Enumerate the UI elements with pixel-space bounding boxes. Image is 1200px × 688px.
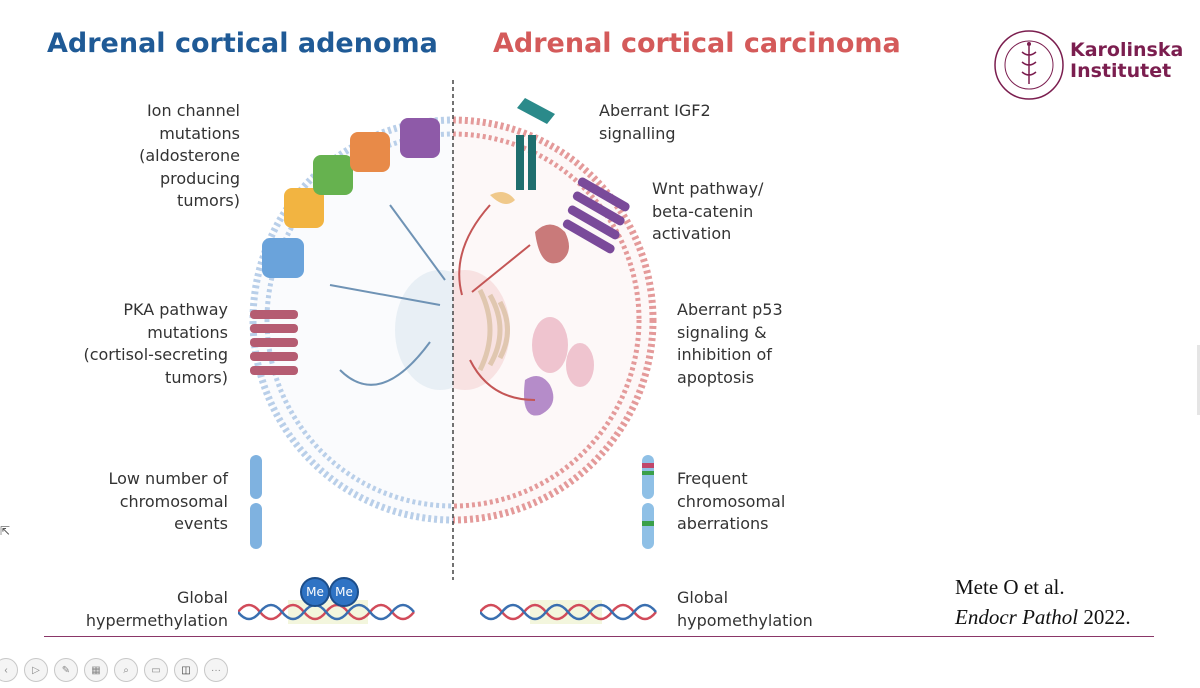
zoom-icon[interactable]: ⌕ <box>114 658 138 682</box>
label-wnt: Wnt pathway/ beta-catenin activation <box>652 179 764 243</box>
methyl-badge: Me <box>329 577 359 607</box>
pen-icon[interactable]: ✎ <box>54 658 78 682</box>
citation: Mete O et al. Endocr Pathol 2022. <box>955 575 1131 629</box>
scrollbar[interactable] <box>1197 345 1200 415</box>
pka-receptor-icon <box>250 310 298 375</box>
camera-icon[interactable]: ◫ <box>174 658 198 682</box>
ion-channel-icons <box>262 118 440 278</box>
more-options-icon[interactable]: ··· <box>204 658 228 682</box>
karolinska-logo: Karolinska Institutet <box>1070 39 1184 82</box>
dna-helix-right-icon <box>480 600 657 624</box>
label-p53: Aberrant p53 signaling & inhibition of a… <box>677 300 783 387</box>
cell-diagram <box>249 80 657 580</box>
label-igf2: Aberrant IGF2 signalling <box>599 101 711 143</box>
igf2-receptor-icon <box>516 98 555 190</box>
chromosome-right-icon <box>642 455 654 549</box>
label-hypermethylation: Global hypermethylation <box>85 588 228 630</box>
label-ion-channel: Ion channel mutations (aldosterone produ… <box>139 101 240 210</box>
mouse-cursor-icon: ⇱ <box>0 524 11 538</box>
presentation-toolbar: ‹ ▷ ✎ ▦ ⌕ ▭ ◫ ··· <box>0 656 230 684</box>
previous-slide-button[interactable]: ‹ <box>0 658 18 682</box>
label-pka: PKA pathway mutations (cortisol-secretin… <box>83 300 228 387</box>
play-icon[interactable]: ▷ <box>24 658 48 682</box>
label-low-chromosomal: Low number of chromosomal events <box>108 469 228 533</box>
label-frequent-aberrations: Frequent chromosomal aberrations <box>677 469 786 533</box>
title-carcinoma: Adrenal cortical carcinoma <box>493 28 901 59</box>
methyl-badge: Me <box>300 577 330 607</box>
karolinska-seal-icon <box>994 30 1064 100</box>
title-adenoma: Adrenal cortical adenoma <box>47 28 438 59</box>
wnt-receptor-icon <box>562 177 630 254</box>
dna-helix-left-icon <box>238 600 415 624</box>
label-hypomethylation: Global hypomethylation <box>677 588 813 630</box>
slides-icon[interactable]: ▦ <box>84 658 108 682</box>
chromosome-left-icon <box>250 455 262 549</box>
subtitles-icon[interactable]: ▭ <box>144 658 168 682</box>
slide-footer-divider <box>44 636 1154 637</box>
